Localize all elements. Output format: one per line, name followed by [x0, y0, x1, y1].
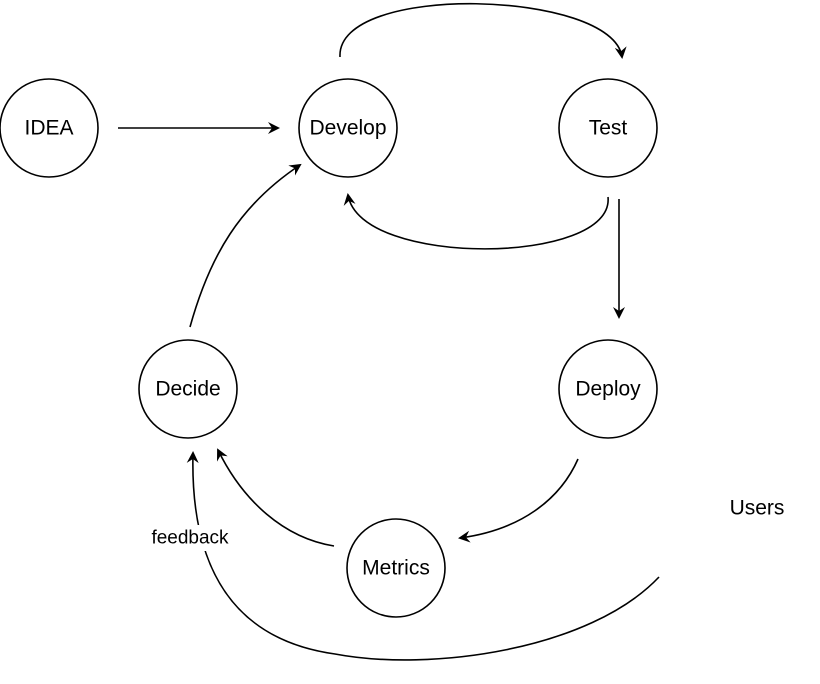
node-test[interactable]: Test — [558, 78, 658, 178]
edge-users-to-decide — [186, 451, 660, 661]
feedback-label: feedback — [151, 528, 229, 549]
node-metrics-label: Metrics — [362, 557, 430, 580]
node-idea[interactable]: IDEA — [0, 78, 99, 178]
node-test-label: Test — [589, 117, 628, 140]
edge-develop-to-test — [339, 2, 627, 59]
node-idea-label: IDEA — [24, 117, 73, 140]
edge-decide-to-develop — [189, 163, 302, 328]
node-develop-label: Develop — [309, 117, 386, 140]
edge-test-to-develop — [343, 193, 609, 250]
node-develop[interactable]: Develop — [298, 78, 398, 178]
feedback-label-background — [143, 525, 237, 551]
users-label: Users — [730, 497, 785, 520]
node-decide[interactable]: Decide — [138, 339, 238, 439]
node-metrics[interactable]: Metrics — [346, 518, 446, 618]
node-deploy-label: Deploy — [575, 378, 641, 401]
edge-deploy-to-metrics — [458, 458, 579, 543]
node-decide-label: Decide — [155, 378, 220, 401]
node-deploy[interactable]: Deploy — [558, 339, 658, 439]
edge-metrics-to-decide — [217, 448, 335, 547]
